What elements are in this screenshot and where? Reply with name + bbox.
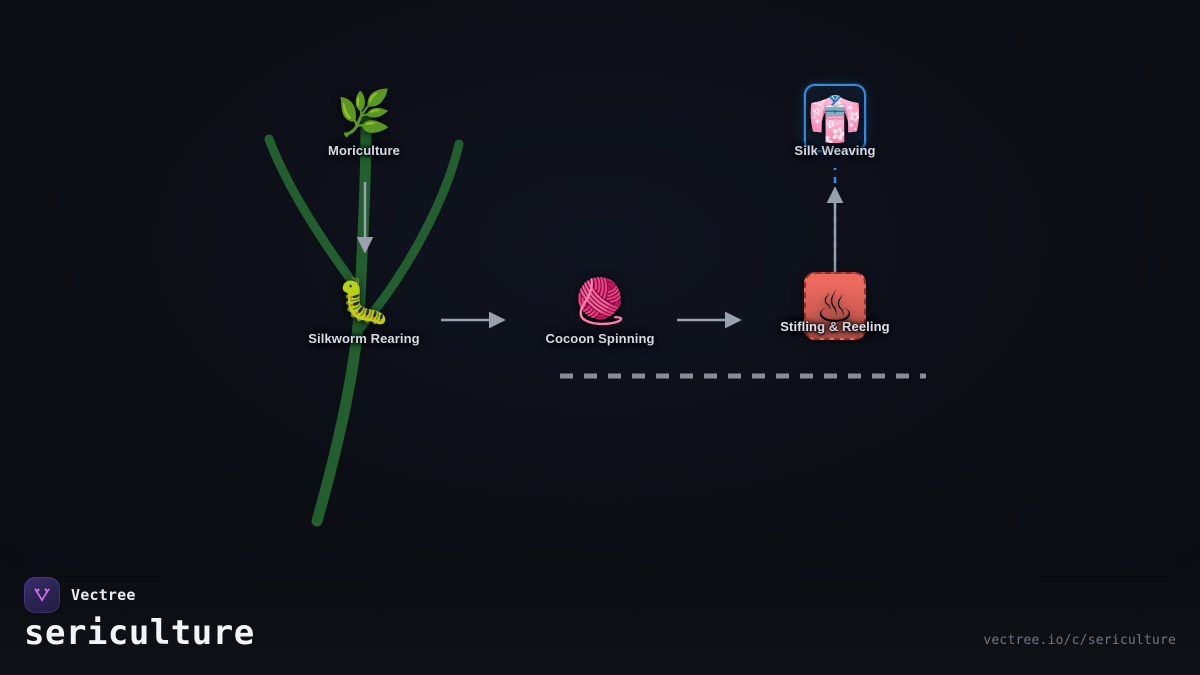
node-silkworm-rearing[interactable]: 🐛 Silkworm Rearing (289, 276, 439, 348)
node-silk-weaving[interactable]: 👘 Silk Weaving (760, 84, 910, 158)
page-title: sericulture (24, 613, 255, 653)
node-label-moriculture: Moriculture (328, 143, 400, 158)
source-url: vectree.io/c/sericulture (983, 633, 1176, 648)
brand-row[interactable]: Vectree (24, 577, 136, 613)
kimono-icon: 👘 (807, 94, 863, 145)
node-moriculture[interactable]: 🌿 Moriculture (289, 88, 439, 160)
node-label-stifling-reeling: Stifling & Reeling (780, 319, 890, 334)
herb-plant-icon: 🌿 (336, 88, 392, 139)
node-label-silk-weaving: Silk Weaving (794, 143, 876, 158)
caterpillar-bug-icon: 🐛 (336, 276, 392, 327)
footer-bar: Vectree sericulture vectree.io/c/sericul… (0, 560, 1200, 675)
node-stifling-reeling[interactable]: ♨ Stifling & Reeling (760, 272, 910, 340)
node-label-silkworm-rearing: Silkworm Rearing (308, 331, 420, 346)
yarn-ball-icon: 🧶 (572, 276, 628, 327)
node-cocoon-spinning[interactable]: 🧶 Cocoon Spinning (525, 276, 675, 348)
node-box-stifling-reeling: ♨ (804, 272, 866, 340)
node-box-silk-weaving: 👘 (804, 84, 866, 152)
node-label-cocoon-spinning: Cocoon Spinning (545, 331, 655, 346)
steaming-hot-icon: ♨ (815, 282, 855, 333)
graph-canvas[interactable]: 🌿 Moriculture 🐛 Silkworm Rearing 🧶 Cocoo… (0, 0, 1200, 560)
vectree-v-logo-icon (24, 577, 60, 613)
graph-edges (356, 168, 926, 379)
brand-name: Vectree (71, 586, 136, 604)
